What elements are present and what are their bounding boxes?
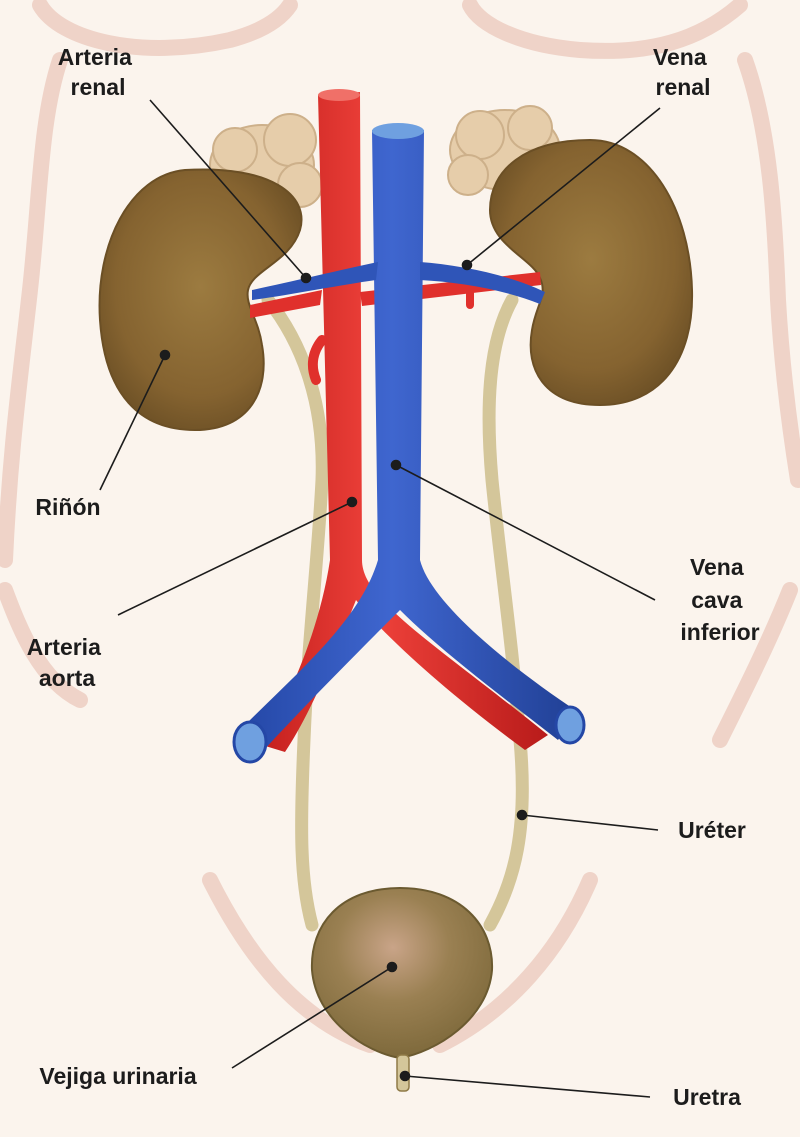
leader-lines bbox=[99, 99, 661, 1098]
label-vejiga-line1: Vejiga urinaria bbox=[39, 1063, 196, 1089]
vena-cava bbox=[232, 123, 586, 764]
label-vena-renal-line1: Vena bbox=[653, 44, 707, 70]
label-vena-renal-line2: renal bbox=[656, 74, 711, 100]
label-vena-cava-line1: Vena bbox=[690, 554, 744, 580]
label-rinon: Riñón bbox=[35, 494, 100, 520]
label-arteria-renal: Arteria renal bbox=[58, 44, 139, 100]
label-arteria-renal-line1: Arteria bbox=[58, 44, 132, 70]
label-arteria-aorta: Arteria aorta bbox=[27, 634, 108, 691]
label-vena-cava-inferior: Vena cava inferior bbox=[680, 554, 759, 645]
ureters bbox=[261, 293, 529, 932]
label-arteria-aorta-line2: aorta bbox=[39, 665, 95, 691]
label-arteria-aorta-line1: Arteria bbox=[27, 634, 101, 660]
kidney-right bbox=[488, 138, 694, 407]
label-arteria-renal-line2: renal bbox=[71, 74, 126, 100]
label-vena-renal: Vena renal bbox=[653, 44, 713, 100]
label-vejiga-urinaria: Vejiga urinaria bbox=[39, 1063, 196, 1089]
kidney-left bbox=[98, 168, 303, 432]
label-rinon-line1: Riñón bbox=[35, 494, 100, 520]
label-ureter-line1: Uréter bbox=[678, 817, 746, 843]
label-vena-cava-line3: inferior bbox=[680, 619, 759, 645]
label-ureter: Uréter bbox=[678, 817, 746, 843]
label-vena-cava-line2: cava bbox=[691, 587, 742, 613]
body-outline bbox=[0, 0, 800, 1053]
label-uretra-line1: Uretra bbox=[673, 1084, 741, 1110]
label-uretra: Uretra bbox=[673, 1084, 741, 1110]
